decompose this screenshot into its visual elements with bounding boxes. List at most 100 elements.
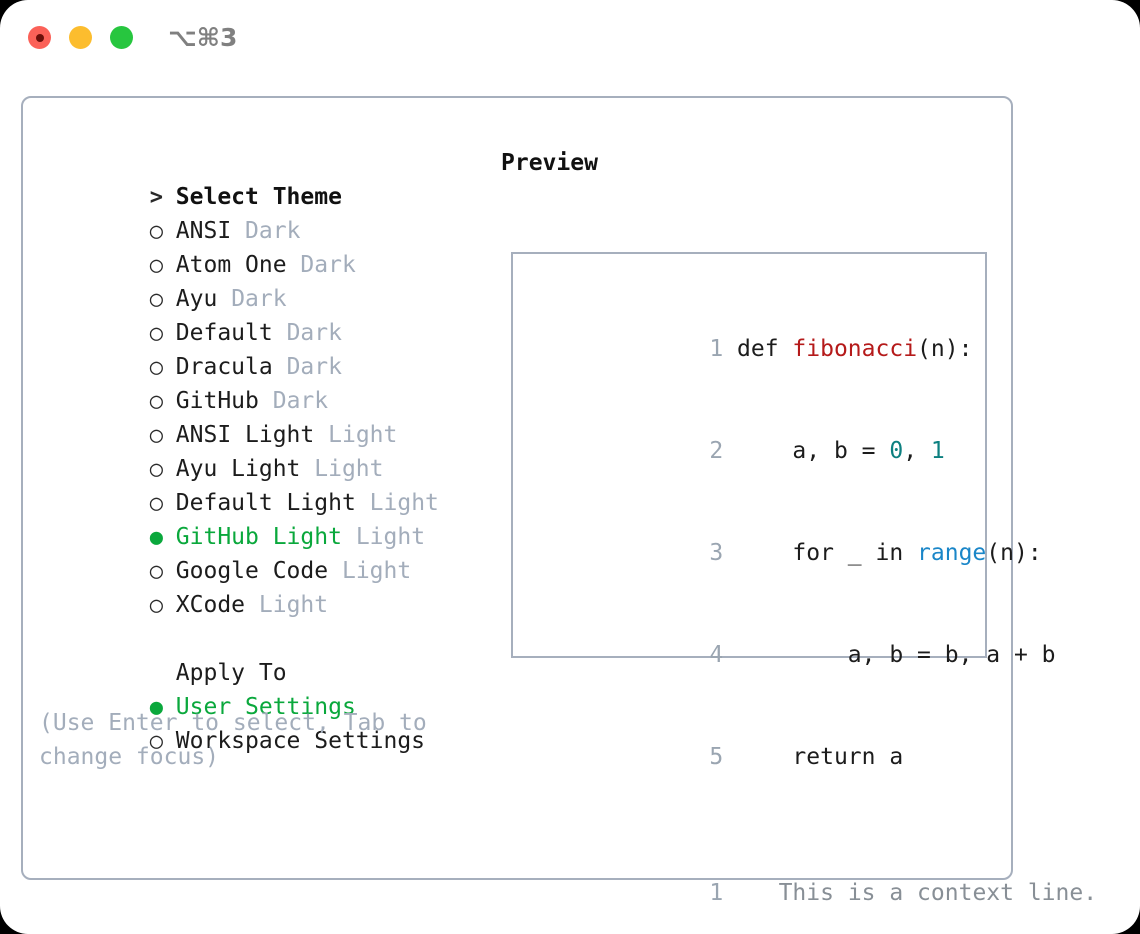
apply-to-option-user-settings[interactable]: ● User Settings [39,656,479,720]
diff-sign [737,880,751,906]
code-line: 5 return a [531,706,979,808]
theme-option-google-code[interactable]: ○ Google Code Light [39,520,479,584]
theme-name: GitHub Light [175,524,342,550]
theme-name: Default [175,320,273,346]
radio-icon[interactable]: ○ [149,287,164,312]
code-token: def [737,336,793,362]
traffic-lights [28,26,133,49]
minimize-button[interactable] [69,26,92,49]
radio-icon[interactable]: ○ [149,593,164,618]
theme-tag: Light [369,490,439,516]
code-token-number: 0 [889,438,904,464]
line-number: 1 [709,336,724,362]
theme-name: Ayu [175,286,218,312]
select-theme-heading-label: Select Theme [175,184,342,210]
radio-icon[interactable]: ○ [149,389,164,414]
theme-name: GitHub [175,388,259,414]
line-number: 3 [709,540,724,566]
keyboard-hint-text: (Use Enter to select, Tab to change focu… [39,710,441,770]
main-panel: > Select Theme ○ ANSI Dark ○ Atom One Dark… [21,96,1097,906]
theme-tag: Dark [286,354,342,380]
theme-option-github-light[interactable]: ● GitHub Light Light [39,486,479,550]
code-token-function: fibonacci [792,336,918,362]
radio-icon-selected[interactable]: ● [149,695,164,720]
theme-option-default-light[interactable]: ○ Default Light Light [39,452,479,516]
radio-icon[interactable]: ○ [149,219,164,244]
preview-heading: Preview [501,150,598,176]
maximize-button[interactable] [110,26,133,49]
code-line: 1 def fibonacci(n): [531,298,979,400]
apply-to-option-workspace-settings[interactable]: ○ Workspace Settings [39,690,479,754]
preview-column: Preview 1 def fibonacci(n): 2 a, b = 0, … [501,146,1097,906]
radio-icon-selected[interactable]: ● [149,525,164,550]
theme-tag: Dark [272,388,329,414]
theme-name: XCode [175,592,246,618]
theme-name: Atom One [175,252,287,278]
apply-to-option-label: Workspace Settings [175,728,426,754]
diff-text: This is a context line. [750,880,1098,906]
theme-name: Dracula [175,354,273,380]
theme-option-ansi-light[interactable]: ○ ANSI Light Light [39,384,479,448]
theme-tag: Dark [245,218,301,244]
code-token: for _ in [737,540,918,566]
apply-to-heading: ○Apply To [39,622,479,686]
code-token: return a [737,744,904,770]
keyboard-shortcut-label: ⌥⌘3 [168,23,238,52]
code-line: 3 for _ in range(n): [531,502,1041,604]
code-token: a, b = b, a + b [737,642,1056,668]
theme-tag: Light [328,422,398,448]
line-number: 5 [709,744,724,770]
code-token-number: 1 [930,438,945,464]
code-token: (n): [917,336,973,362]
radio-icon[interactable]: ○ [149,253,164,278]
code-token: , [903,438,931,464]
close-button[interactable] [28,26,51,49]
code-line: 2 a, b = 0, 1 [531,400,979,502]
radio-icon[interactable]: ○ [149,491,164,516]
radio-icon[interactable]: ○ [149,321,164,346]
theme-option-default[interactable]: ○ Default Dark [39,282,479,346]
radio-icon[interactable]: ○ [149,559,164,584]
theme-tag: Dark [231,286,287,312]
theme-name: ANSI [175,218,232,244]
radio-icon[interactable]: ○ [149,457,164,482]
theme-name: Ayu Light [175,456,301,482]
code-token: (n): [986,540,1042,566]
theme-option-ansi[interactable]: ○ ANSI Dark [39,180,479,244]
code-area: 1 def fibonacci(n): 2 a, b = 0, 1 3 for … [531,298,1097,934]
apply-to-option-label: User Settings [175,694,356,720]
radio-icon[interactable]: ○ [149,423,164,448]
prompt-caret-icon: > [149,185,177,210]
line-number: 4 [709,642,724,668]
code-token-builtin: range [917,540,987,566]
theme-option-github[interactable]: ○ GitHub Dark [39,350,479,414]
theme-option-ayu[interactable]: ○ Ayu Dark [39,248,479,312]
blank-marker: ○ [150,657,176,691]
apply-to-heading-label: Apply To [175,660,287,686]
theme-name: Google Code [175,558,329,584]
theme-tag: Light [355,524,426,550]
title-bar: ⌥⌘3 [0,0,1140,78]
theme-option-atom-one[interactable]: ○ Atom One Dark [39,214,479,278]
theme-name: ANSI Light [175,422,315,448]
theme-tag: Light [314,456,384,482]
theme-tag: Light [341,558,412,584]
radio-icon[interactable]: ○ [149,729,164,754]
theme-name: Default Light [175,490,356,516]
theme-option-xcode[interactable]: ○ XCode Light [39,554,479,618]
spacer [531,808,979,842]
theme-tag: Light [258,592,329,618]
theme-option-ayu-light[interactable]: ○ Ayu Light Light [39,418,479,482]
select-theme-heading: > Select Theme [39,146,479,210]
diff-line-context: 1 This is a context line. [531,842,1097,934]
code-token: a, b = [737,438,890,464]
theme-tag: Dark [300,252,356,278]
radio-icon[interactable]: ○ [149,355,164,380]
line-number: 1 [709,880,724,906]
theme-selection-column: > Select Theme ○ ANSI Dark ○ Atom One Dark… [39,146,479,754]
code-line: 4 a, b = b, a + b [531,604,1055,706]
preview-box: 1 def fibonacci(n): 2 a, b = 0, 1 3 for … [511,252,1097,906]
theme-option-dracula[interactable]: ○ Dracula Dark [39,316,479,380]
line-number: 2 [709,438,724,464]
